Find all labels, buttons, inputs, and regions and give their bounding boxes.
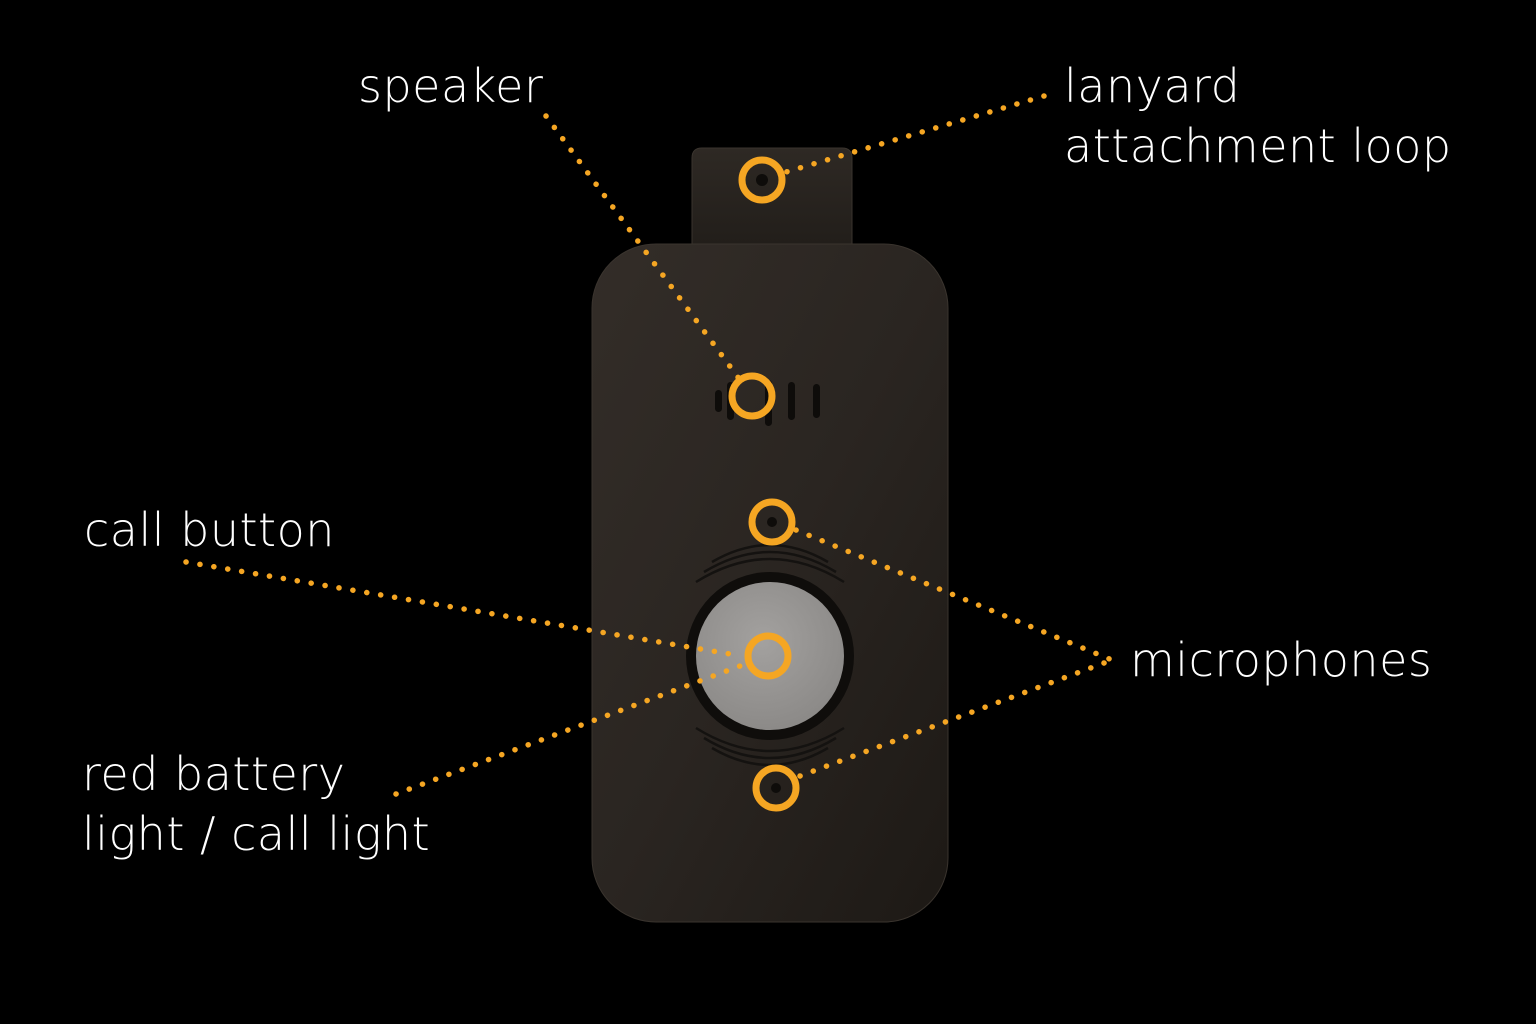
ring-call-button xyxy=(744,632,792,680)
label-call-button: call button xyxy=(84,500,335,560)
call-button[interactable] xyxy=(696,582,844,730)
callout-line-call-button xyxy=(183,559,745,659)
label-lanyard-line1: lanyard xyxy=(1064,59,1241,113)
label-call-button-text: call button xyxy=(84,503,335,557)
label-lanyard-attachment-loop: lanyard attachment loop xyxy=(1064,56,1452,176)
label-lanyard-line2: attachment loop xyxy=(1064,119,1452,173)
callout-line-microphone-top xyxy=(793,527,1115,663)
callout-line-red-battery xyxy=(393,663,743,797)
callout-lines xyxy=(183,93,1115,797)
lanyard-hole xyxy=(756,174,768,186)
label-microphones: microphones xyxy=(1130,630,1432,690)
ring-speaker xyxy=(728,372,776,420)
microphone-bottom-hole xyxy=(771,783,781,793)
sound-arcs-bottom xyxy=(695,726,845,767)
label-red-battery-line2: light / call light xyxy=(82,807,431,861)
callout-line-microphone-bottom xyxy=(797,657,1115,779)
callout-line-lanyard xyxy=(783,93,1047,175)
label-speaker-text: speaker xyxy=(358,59,544,113)
ring-lanyard-loop xyxy=(738,156,786,204)
ring-microphone-bottom xyxy=(752,764,800,812)
callout-rings xyxy=(728,156,800,812)
microphone-top-hole xyxy=(767,517,777,527)
label-red-battery-line1: red battery xyxy=(82,747,346,801)
label-speaker: speaker xyxy=(358,56,543,116)
label-red-battery-light: red battery light / call light xyxy=(82,744,430,864)
label-microphones-text: microphones xyxy=(1130,633,1433,687)
ring-microphone-top xyxy=(748,498,796,546)
